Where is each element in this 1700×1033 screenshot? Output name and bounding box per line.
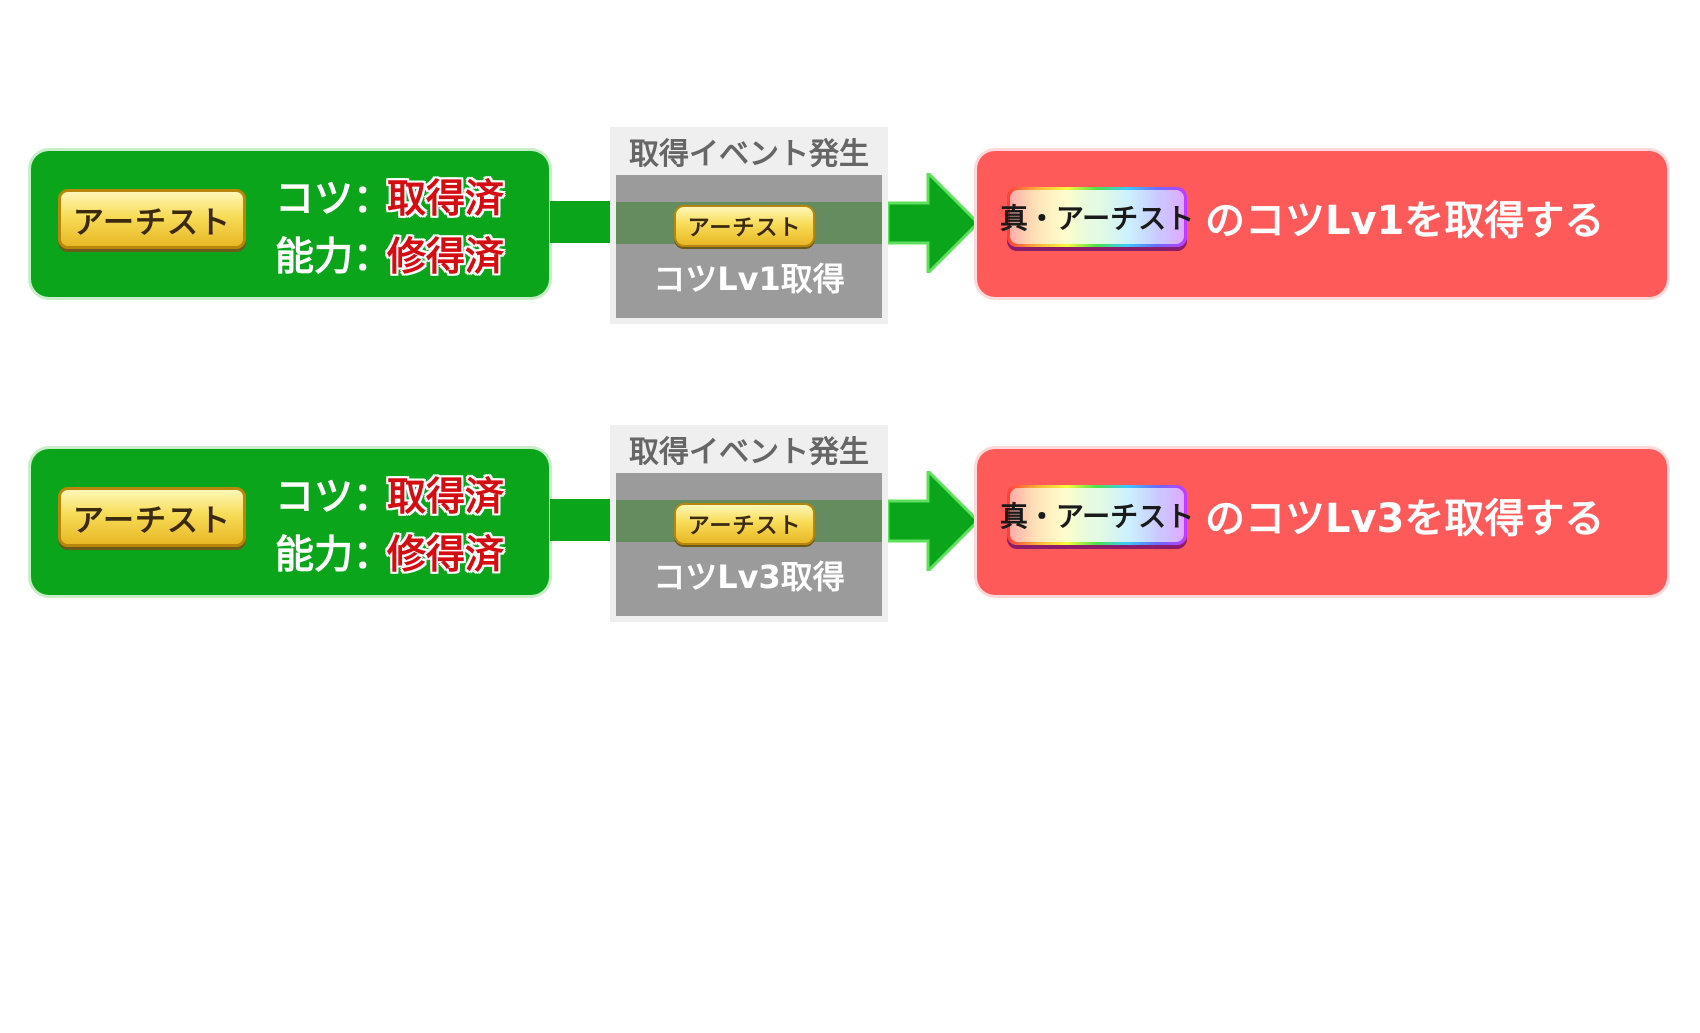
- result-box: 真・アーチスト のコツLv1を取得する: [977, 151, 1667, 297]
- status-label: 能力：: [275, 533, 393, 578]
- rainbow-skill-label: 真・アーチスト: [1000, 190, 1194, 244]
- flow-connector: [550, 201, 610, 243]
- rainbow-skill-badge: 真・アーチスト: [1000, 187, 1194, 247]
- rainbow-skill-badge: 真・アーチスト: [1000, 485, 1194, 545]
- status-value: 修得済: [387, 533, 505, 578]
- status-label: コツ：: [275, 475, 393, 520]
- condition-box: アーチスト コツ： 取得済 能力： 修得済: [31, 449, 549, 595]
- skill-badge: アーチスト: [58, 189, 246, 249]
- right-arrow-icon: [888, 471, 980, 571]
- event-skill-badge: アーチスト: [674, 503, 815, 545]
- status-line-ability: 能力： 修得済: [275, 523, 504, 581]
- status-value: 修得済: [387, 235, 505, 280]
- result-text: のコツLv1を取得する: [1205, 198, 1605, 244]
- condition-box: アーチスト コツ： 取得済 能力： 修得済: [31, 151, 549, 297]
- flow-connector: [550, 499, 610, 541]
- result-box: 真・アーチスト のコツLv3を取得する: [977, 449, 1667, 595]
- event-box: 取得イベント発生 アーチスト コツLv1取得: [610, 127, 888, 324]
- status-value: 取得済: [387, 177, 505, 222]
- event-panel: アーチスト コツLv1取得: [616, 175, 882, 318]
- status-lines: コツ： 取得済 能力： 修得済: [275, 465, 504, 581]
- status-line-ability: 能力： 修得済: [275, 225, 504, 283]
- status-label: コツ：: [275, 177, 393, 222]
- status-label: 能力：: [275, 235, 393, 280]
- flow-row-2: アーチスト コツ： 取得済 能力： 修得済 取得イベント発生 アーチスト コツL…: [0, 423, 1700, 623]
- event-panel: アーチスト コツLv3取得: [616, 473, 882, 616]
- event-caption: コツLv3取得: [653, 558, 845, 596]
- skill-badge: アーチスト: [58, 487, 246, 547]
- result-text: のコツLv3を取得する: [1205, 496, 1605, 542]
- event-title: 取得イベント発生: [629, 435, 869, 470]
- event-title: 取得イベント発生: [629, 137, 869, 172]
- event-caption: コツLv1取得: [653, 260, 845, 298]
- status-line-kotsu: コツ： 取得済: [275, 465, 504, 523]
- event-skill-badge: アーチスト: [674, 205, 815, 247]
- right-arrow-icon: [888, 173, 980, 273]
- status-value: 取得済: [387, 475, 505, 520]
- rainbow-skill-label: 真・アーチスト: [1000, 488, 1194, 542]
- event-box: 取得イベント発生 アーチスト コツLv3取得: [610, 425, 888, 622]
- flow-row-1: アーチスト コツ： 取得済 能力： 修得済 取得イベント発生 アーチスト コツL…: [0, 125, 1700, 325]
- status-line-kotsu: コツ： 取得済: [275, 167, 504, 225]
- status-lines: コツ： 取得済 能力： 修得済: [275, 167, 504, 283]
